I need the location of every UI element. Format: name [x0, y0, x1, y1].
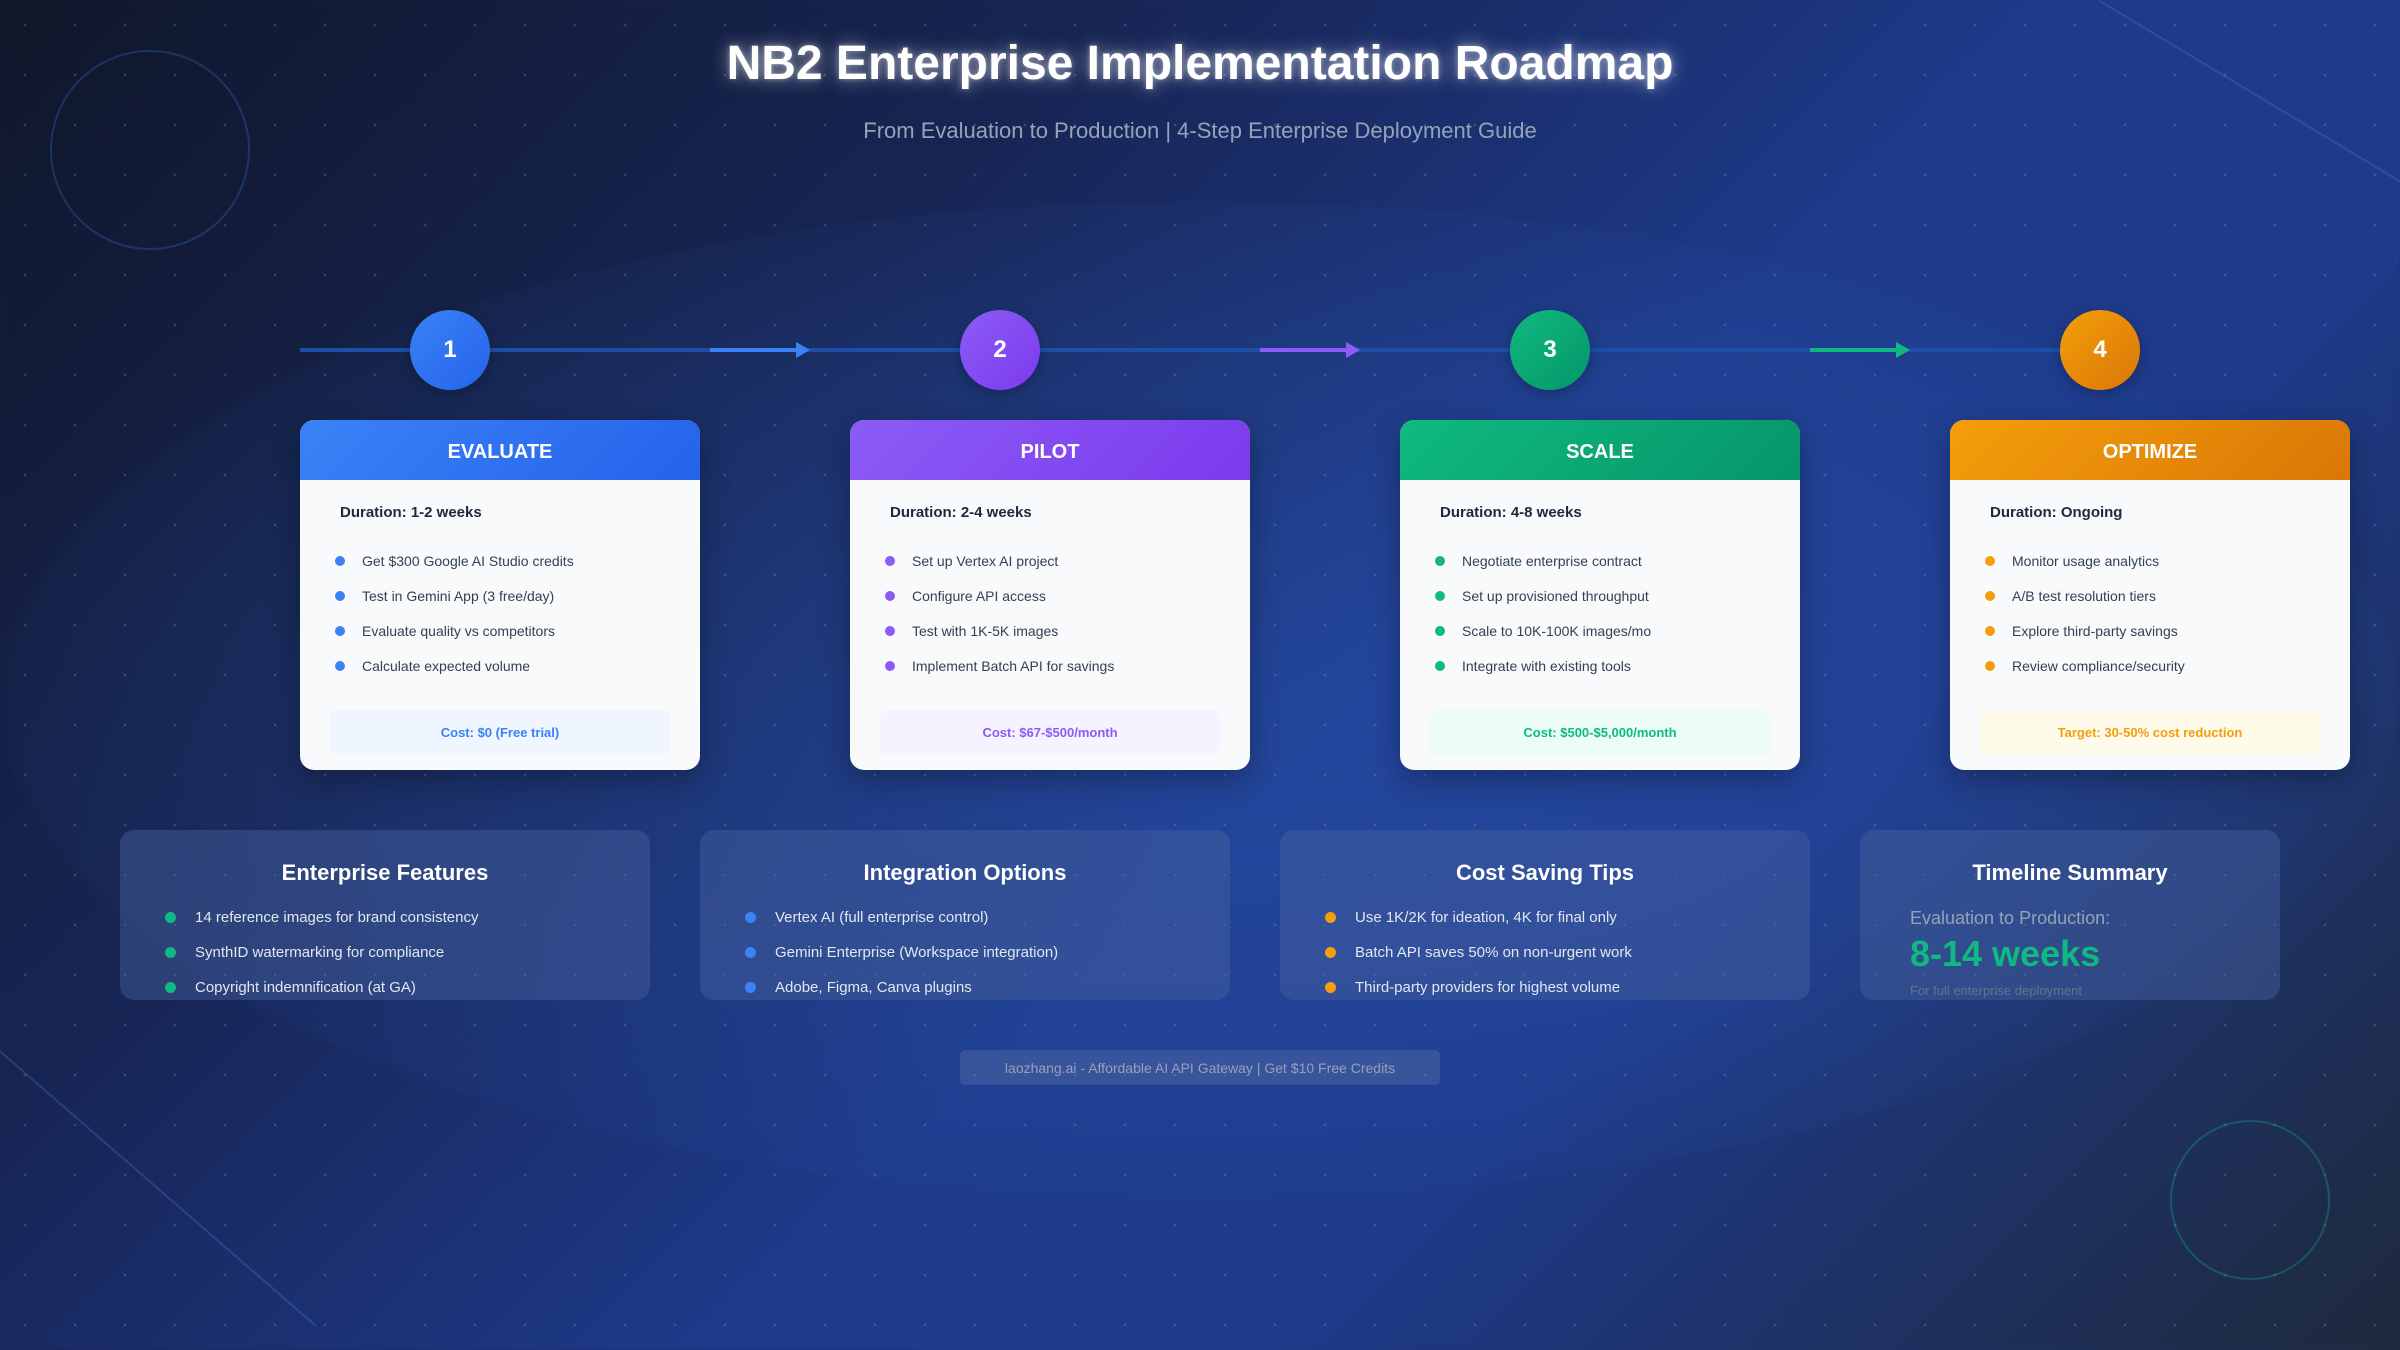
timeline-value: 8-14 weeks: [1910, 933, 2101, 974]
bullet-icon: [1985, 590, 1995, 601]
task-list: Get $300 Google AI Studio credits Test i…: [335, 543, 660, 683]
bullet-icon: [1325, 947, 1336, 958]
bullet-icon: [885, 625, 895, 636]
bullet-icon: [165, 982, 176, 993]
step-card-scale: SCALE Duration: 4-8 weeks Negotiate ente…: [1400, 420, 1800, 770]
bullet-icon: [1985, 625, 1995, 636]
decorative-circle-bottom-right: [2170, 1120, 2330, 1280]
step-card-header: PILOT: [850, 420, 1250, 480]
bullet-icon: [1325, 982, 1336, 993]
task-item: Scale to 10K-100K images/mo: [1435, 613, 1760, 648]
cost-saving-tips-box: Cost Saving Tips Use 1K/2K for ideation,…: [1280, 830, 1810, 1000]
task-item: Monitor usage analytics: [1985, 543, 2310, 578]
task-list: Set up Vertex AI project Configure API a…: [885, 543, 1210, 683]
bullet-icon: [165, 912, 176, 923]
page-subtitle: From Evaluation to Production | 4-Step E…: [863, 118, 1537, 143]
cost-badge: Target: 30-50% cost reduction: [1980, 710, 2320, 755]
bullet-icon: [165, 947, 176, 958]
info-box-title: Cost Saving Tips: [1455, 860, 1635, 885]
bullet-icon: [335, 625, 345, 636]
step-card-pilot: PILOT Duration: 2-4 weeks Set up Vertex …: [850, 420, 1250, 770]
task-item: Implement Batch API for savings: [885, 648, 1210, 683]
bullet-icon: [745, 947, 756, 958]
integration-options-box: Integration Options Vertex AI (full ente…: [700, 830, 1230, 1000]
feature-list: 14 reference images for brand consistenc…: [120, 900, 650, 1000]
tips-list: Use 1K/2K for ideation, 4K for final onl…: [1280, 900, 1810, 1000]
decorative-line-bottom-left: [0, 1050, 317, 1328]
list-item: Batch API saves 50% on non-urgent work: [1325, 935, 1810, 970]
step-card-optimize: OPTIMIZE Duration: Ongoing Monitor usage…: [1950, 420, 2350, 770]
integration-list: Vertex AI (full enterprise control) Gemi…: [700, 900, 1230, 1000]
list-item: Third-party providers for highest volume: [1325, 970, 1810, 1000]
list-item: Copyright indemnification (at GA): [165, 970, 650, 1000]
step-card-header: OPTIMIZE: [1950, 420, 2350, 480]
info-box-title: Integration Options: [863, 860, 1067, 885]
step-card-evaluate: EVALUATE Duration: 1-2 weeks Get $300 Go…: [300, 420, 700, 770]
cost-badge: Cost: $0 (Free trial): [330, 710, 670, 755]
step-number-3: 3: [1510, 310, 1590, 390]
task-item: Calculate expected volume: [335, 648, 660, 683]
page-title: NB2 Enterprise Implementation Roadmap: [726, 37, 1674, 90]
step-duration: Duration: 1-2 weeks: [340, 504, 482, 521]
list-item: 14 reference images for brand consistenc…: [165, 900, 650, 935]
step-number-2: 2: [960, 310, 1040, 390]
bullet-icon: [1435, 555, 1445, 566]
timeline-track: [300, 348, 2100, 352]
bullet-icon: [885, 590, 895, 601]
list-item: Use 1K/2K for ideation, 4K for final onl…: [1325, 900, 1810, 935]
bullet-icon: [335, 590, 345, 601]
bullet-icon: [1985, 555, 1995, 566]
bullet-icon: [335, 555, 345, 566]
list-item: Gemini Enterprise (Workspace integration…: [745, 935, 1230, 970]
task-item: Set up provisioned throughput: [1435, 578, 1760, 613]
list-item: Vertex AI (full enterprise control): [745, 900, 1230, 935]
bullet-icon: [1435, 590, 1445, 601]
bullet-icon: [885, 555, 895, 566]
timeline-summary-box: Timeline Summary Evaluation to Productio…: [1860, 830, 2280, 1000]
step-duration: Duration: 4-8 weeks: [1440, 504, 1582, 521]
task-item: Review compliance/security: [1985, 648, 2310, 683]
task-list: Negotiate enterprise contract Set up pro…: [1435, 543, 1760, 683]
task-item: Integrate with existing tools: [1435, 648, 1760, 683]
task-item: Configure API access: [885, 578, 1210, 613]
timeline-label: Evaluation to Production:: [1910, 908, 2111, 928]
task-item: Get $300 Google AI Studio credits: [335, 543, 660, 578]
bullet-icon: [1435, 660, 1445, 671]
step-card-header: EVALUATE: [300, 420, 700, 480]
timeline-note: For full enterprise deployment: [1910, 983, 2082, 998]
bullet-icon: [745, 912, 756, 923]
task-item: Evaluate quality vs competitors: [335, 613, 660, 648]
task-item: Set up Vertex AI project: [885, 543, 1210, 578]
step-duration: Duration: 2-4 weeks: [890, 504, 1032, 521]
cost-badge: Cost: $67-$500/month: [880, 710, 1220, 755]
bullet-icon: [885, 660, 895, 671]
step-number-1: 1: [410, 310, 490, 390]
task-item: Test with 1K-5K images: [885, 613, 1210, 648]
info-box-title: Timeline Summary: [1972, 860, 2168, 885]
footer-banner: laozhang.ai - Affordable AI API Gateway …: [960, 1050, 1440, 1085]
list-item: Adobe, Figma, Canva plugins: [745, 970, 1230, 1000]
list-item: SynthID watermarking for compliance: [165, 935, 650, 970]
task-item: A/B test resolution tiers: [1985, 578, 2310, 613]
info-box-title: Enterprise Features: [281, 860, 489, 885]
task-item: Negotiate enterprise contract: [1435, 543, 1760, 578]
bullet-icon: [1435, 625, 1445, 636]
step-card-header: SCALE: [1400, 420, 1800, 480]
bullet-icon: [1325, 912, 1336, 923]
task-list: Monitor usage analytics A/B test resolut…: [1985, 543, 2310, 683]
header: NB2 Enterprise Implementation Roadmap Fr…: [0, 30, 2400, 144]
cost-badge: Cost: $500-$5,000/month: [1430, 710, 1770, 755]
bullet-icon: [745, 982, 756, 993]
task-item: Test in Gemini App (3 free/day): [335, 578, 660, 613]
bullet-icon: [335, 660, 345, 671]
bullet-icon: [1985, 660, 1995, 671]
task-item: Explore third-party savings: [1985, 613, 2310, 648]
step-number-4: 4: [2060, 310, 2140, 390]
step-duration: Duration: Ongoing: [1990, 504, 2123, 521]
enterprise-features-box: Enterprise Features 14 reference images …: [120, 830, 650, 1000]
